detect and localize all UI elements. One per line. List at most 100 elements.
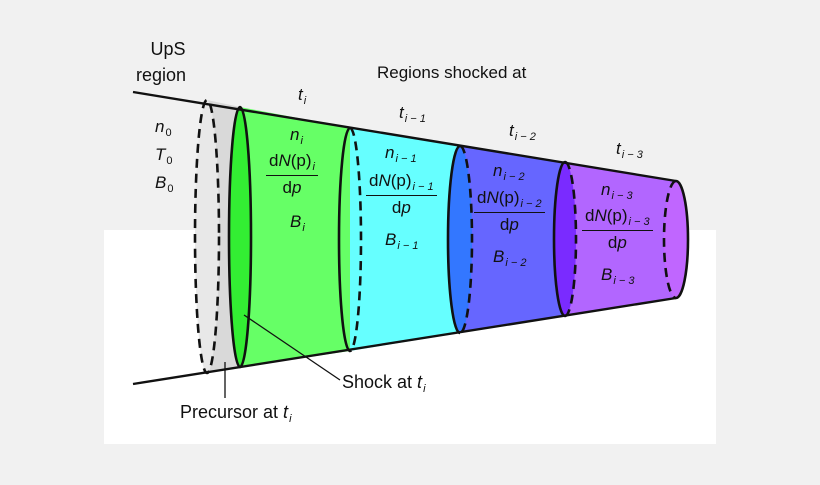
fraction-numerator: dN(p)i (266, 152, 318, 176)
shock-face-front (239, 105, 253, 369)
precursor-caption: Precursor at ti (180, 403, 292, 425)
symbol-d: d (477, 188, 487, 207)
subscript: i − 3 (628, 215, 650, 228)
region-i-spectrum: dN(p)i dp (266, 152, 318, 196)
face-i-1-i-2-front (459, 144, 474, 335)
fraction-numerator: dN(p)i − 1 (366, 172, 437, 196)
time-sub: i − 1 (404, 112, 426, 125)
symbol-N: N (594, 206, 607, 225)
regions-shocked-label: Regions shocked at (377, 63, 527, 82)
shock-face (229, 107, 251, 367)
face-i-2-i-3 (554, 162, 576, 316)
face-i-1-i-2 (448, 146, 472, 333)
subscript: i (302, 221, 305, 234)
symbol-p-paren: (p) (606, 206, 628, 225)
upstream-T0: T0 (155, 146, 173, 167)
subscript: i − 2 (503, 170, 525, 183)
face-i-i-1-rear (339, 128, 350, 351)
upstream-B0: B0 (155, 174, 173, 195)
time-label-i-3: ti − 3 (616, 140, 643, 161)
symbol-d: d (499, 214, 510, 234)
subscript: i − 3 (611, 189, 633, 202)
time-sub: i (303, 94, 307, 107)
time-label-i-2: ti − 2 (509, 122, 536, 143)
shock-pointer (243, 314, 341, 381)
symbol-p-paren: (p) (290, 151, 312, 170)
region-i-n: ni (290, 126, 303, 147)
region-i-3 (565, 162, 676, 316)
face-i-2-i-3-front (564, 160, 578, 318)
symbol-d: d (282, 177, 292, 197)
time-label-i-1: ti − 1 (399, 104, 426, 125)
symbol-B: B (601, 265, 613, 284)
region-i-3-B: Bi − 3 (601, 266, 634, 287)
symbol-d: d (585, 206, 595, 225)
symbol-n: n (493, 161, 503, 180)
time-sub: i − 2 (514, 130, 536, 143)
region-i-1 (350, 128, 460, 351)
time-sub: i − 3 (621, 148, 643, 161)
end-cap-rear-dashed (662, 179, 677, 300)
caption-text: Precursor at (180, 402, 284, 422)
subscript: i (300, 134, 303, 147)
symbol-p: p (617, 232, 627, 252)
subscript: i − 3 (613, 274, 635, 287)
time-t: t (399, 103, 404, 122)
fraction-numerator: dN(p)i − 2 (474, 189, 545, 213)
symbol-t: t (283, 402, 289, 422)
region-i-2-B: Bi − 2 (493, 248, 526, 269)
symbol-N: N (378, 171, 391, 190)
precursor-face (193, 98, 221, 375)
symbol-B: B (155, 173, 167, 192)
fraction-denominator: dp (582, 231, 653, 251)
region-word: region (136, 65, 187, 85)
shock-face-rear (227, 105, 241, 369)
fraction-denominator: dp (266, 176, 318, 196)
symbol-n: n (155, 117, 165, 136)
cone-top-line (132, 90, 677, 183)
face-i-i-1-rear-line (337, 126, 351, 353)
cone-bottom-line (132, 296, 677, 386)
region-i-2 (460, 146, 565, 333)
subscript: i (312, 160, 315, 173)
symbol-n: n (290, 125, 300, 144)
subscript-zero: 0 (166, 154, 173, 167)
region-i-3-n: ni − 3 (601, 181, 633, 202)
region-i-3-spectrum: dN(p)i − 3 dp (582, 207, 653, 251)
fraction-numerator: dN(p)i − 3 (582, 207, 653, 231)
symbol-B: B (385, 230, 397, 249)
time-label-i: ti (298, 86, 306, 107)
symbol-d: d (269, 151, 279, 170)
subscript: i − 1 (412, 180, 434, 193)
subscript: i − 2 (520, 197, 542, 210)
symbol-p: p (291, 177, 302, 197)
face-i-2-i-3-rear (552, 160, 566, 318)
subscript: i (289, 412, 292, 425)
subscript: i − 1 (397, 239, 419, 252)
symbol-t: t (417, 372, 423, 392)
region-i-2-n: ni − 2 (493, 162, 525, 183)
symbol-N: N (486, 188, 499, 207)
symbol-T: T (155, 145, 166, 164)
region-i-B: Bi (290, 213, 305, 234)
face-i-i-1-front (349, 126, 363, 353)
time-t: t (298, 85, 303, 104)
symbol-B: B (493, 247, 505, 266)
subscript: i (423, 382, 426, 395)
region-i-1-B: Bi − 1 (385, 231, 418, 252)
symbol-d: d (391, 197, 402, 217)
symbol-d: d (607, 232, 618, 252)
end-cap-front (675, 179, 690, 300)
symbol-d: d (369, 171, 379, 190)
region-i-1-spectrum: dN(p)i − 1 dp (366, 172, 437, 216)
upstream-n0: n0 (155, 118, 172, 139)
time-t: t (616, 139, 621, 158)
subscript-zero: 0 (165, 126, 172, 139)
fraction-denominator: dp (474, 213, 545, 233)
symbol-N: N (278, 151, 291, 170)
time-t: t (509, 121, 514, 140)
region-i (240, 107, 350, 367)
subscript: i − 1 (395, 152, 417, 165)
face-i-1-i-2-rear (446, 144, 461, 335)
